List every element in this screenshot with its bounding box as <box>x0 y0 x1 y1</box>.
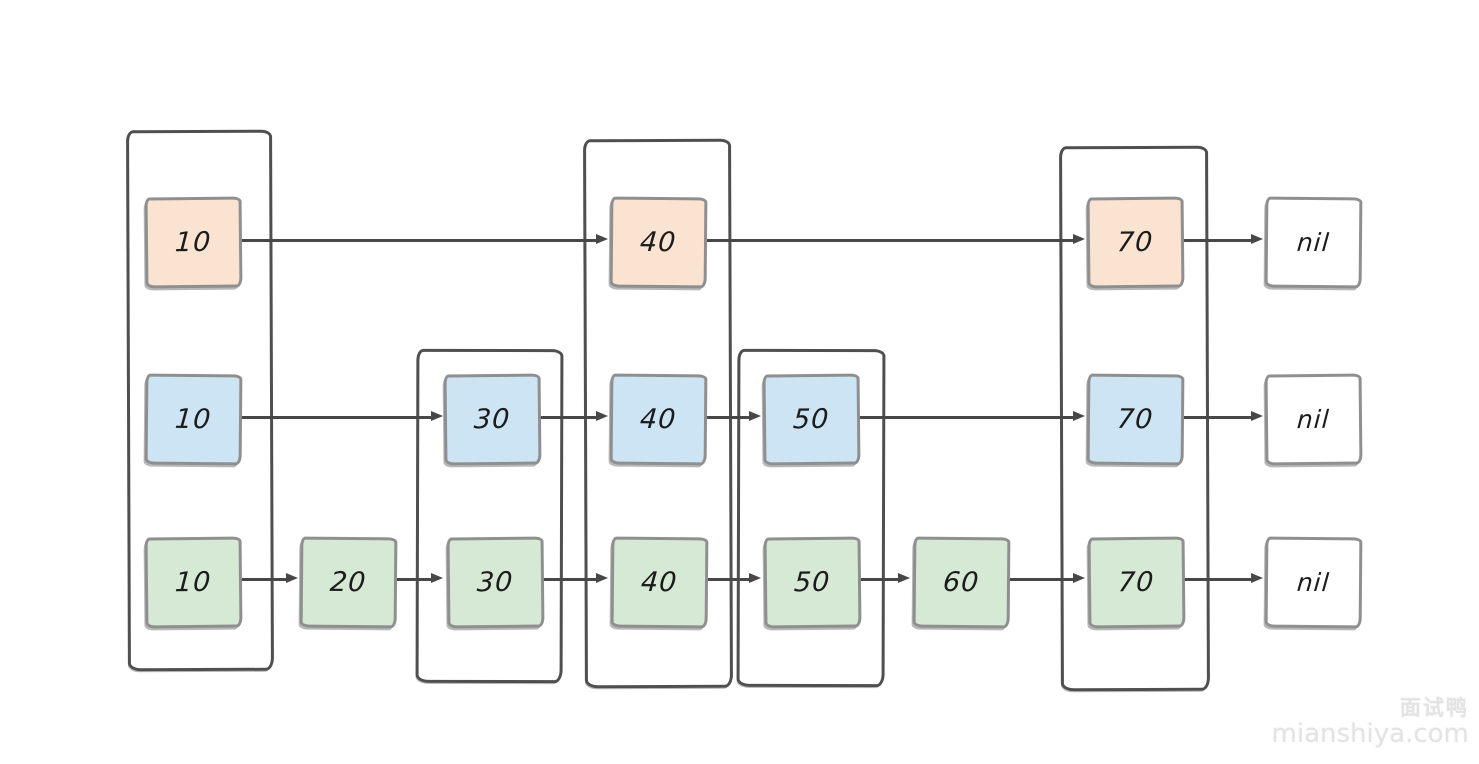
node-bot-10: 10 <box>144 536 243 629</box>
nil-label: nil <box>1296 404 1331 435</box>
node-value: 40 <box>640 566 679 599</box>
arrow-mid-40-50 <box>701 412 761 421</box>
node-mid-50: 50 <box>762 373 861 466</box>
node-value: 70 <box>1116 226 1155 259</box>
node-value: 70 <box>1117 566 1156 599</box>
arrow-top-10-40 <box>236 235 608 244</box>
node-value: 50 <box>793 566 832 599</box>
node-top-10: 10 <box>144 196 243 289</box>
watermark: 面试鸭 mianshiya.com <box>1272 696 1469 750</box>
node-bot-60: 60 <box>912 536 1011 629</box>
watermark-brand: 面试鸭 <box>1400 695 1469 720</box>
arrow-mid-70-nil <box>1178 412 1263 421</box>
node-value: 10 <box>174 566 213 599</box>
arrow-bot-70-nil <box>1178 574 1263 583</box>
node-top-40: 40 <box>609 196 708 289</box>
nil-middle: nil <box>1264 373 1363 466</box>
nil-label: nil <box>1295 227 1332 258</box>
node-value: 20 <box>329 566 368 599</box>
arrow-bot-20-30 <box>391 574 443 583</box>
nil-top: nil <box>1264 196 1363 289</box>
node-value: 30 <box>473 403 512 436</box>
node-mid-70: 70 <box>1086 373 1185 466</box>
watermark-site: mianshiya.com <box>1271 719 1469 750</box>
node-value: 10 <box>174 403 213 436</box>
nil-label: nil <box>1295 567 1332 598</box>
node-value: 60 <box>942 566 981 599</box>
arrow-bot-60-70 <box>1003 574 1085 583</box>
arrow-mid-30-40 <box>536 412 608 421</box>
node-value: 40 <box>639 226 678 259</box>
arrow-bot-30-40 <box>536 574 608 583</box>
node-mid-30: 30 <box>443 373 542 466</box>
node-bot-40: 40 <box>610 536 709 629</box>
node-mid-40: 40 <box>609 373 708 466</box>
node-value: 40 <box>639 403 678 436</box>
arrow-top-40-70 <box>701 235 1085 244</box>
node-bot-20: 20 <box>299 536 398 629</box>
arrow-bot-50-60 <box>854 574 910 583</box>
node-bot-70: 70 <box>1087 536 1186 629</box>
arrow-mid-10-30 <box>238 412 443 421</box>
arrow-bot-10-20 <box>236 574 298 583</box>
arrow-bot-40-50 <box>701 574 761 583</box>
node-bot-50: 50 <box>763 536 862 629</box>
arrow-mid-50-70 <box>854 412 1085 421</box>
nil-bottom: nil <box>1264 536 1363 629</box>
node-mid-10: 10 <box>144 373 243 466</box>
node-value: 30 <box>476 566 515 599</box>
node-bot-30: 30 <box>446 536 545 629</box>
arrow-top-70-nil <box>1178 235 1263 244</box>
node-value: 10 <box>174 226 213 259</box>
node-value: 50 <box>792 403 831 436</box>
node-top-70: 70 <box>1086 196 1185 289</box>
node-value: 70 <box>1116 403 1155 436</box>
